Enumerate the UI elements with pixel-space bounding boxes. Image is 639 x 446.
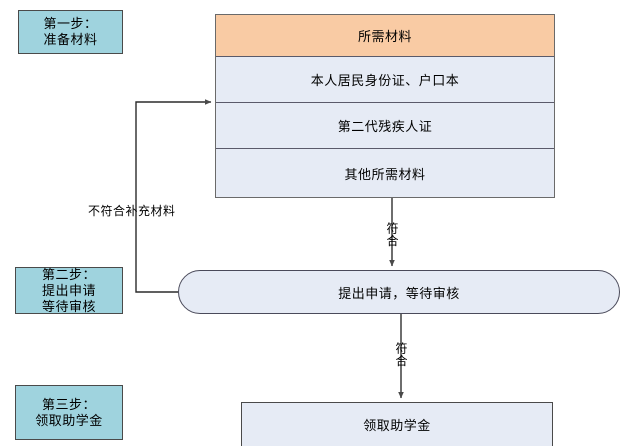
materials-table-header: 所需材料 xyxy=(216,15,554,57)
step1-line-0: 第一步： xyxy=(43,16,98,31)
materials-table-row: 本人居民身份证、户口本 xyxy=(216,57,554,103)
edge-label-fail-supplement-materials: 不符合补充材料 xyxy=(88,204,176,218)
edge-label-pass-to-receive: 符合 xyxy=(394,342,408,367)
materials-table-row: 第二代残疾人证 xyxy=(216,103,554,149)
node-submit-application: 提出申请，等待审核 xyxy=(178,270,620,314)
step3-line-0: 第三步： xyxy=(41,396,96,412)
required-materials-table: 所需材料 本人居民身份证、户口本 第二代残疾人证 其他所需材料 xyxy=(215,14,555,198)
arrow-fail-feedback-loop xyxy=(135,99,212,293)
node-receive-grant: 领取助学金 xyxy=(241,402,553,446)
materials-table-row: 其他所需材料 xyxy=(216,149,554,197)
step-label-prepare-materials: 第一步： 准备材料 xyxy=(18,10,123,54)
step2-line-1: 提出申请 xyxy=(41,282,96,298)
step3-line-1: 领取助学金 xyxy=(35,412,103,428)
step2-line-2: 等待审核 xyxy=(41,298,96,314)
step-label-receive-grant: 第三步： 领取助学金 xyxy=(15,385,123,440)
step-label-submit-application: 第二步： 提出申请 等待审核 xyxy=(15,267,123,314)
step2-line-0: 第二步： xyxy=(41,266,96,282)
edge-label-pass-to-apply: 符合 xyxy=(385,222,399,247)
step1-line-1: 准备材料 xyxy=(43,32,98,47)
